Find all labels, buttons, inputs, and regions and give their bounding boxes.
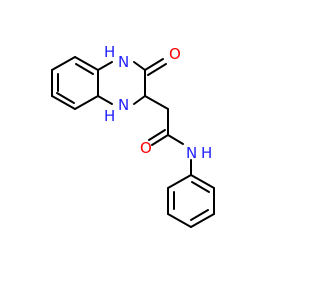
atom-label-n1: N H [104,43,129,71]
bond [51,56,76,71]
double-bond-inner [75,63,94,75]
bond [167,134,184,145]
amide-carbonyl-bond [151,134,169,146]
bond [190,213,215,228]
n1-symbol: N [118,53,129,71]
side-chain [144,95,192,176]
n1-hydrogen: H [104,43,115,61]
carbonyl-bond [147,63,167,76]
amide-n-hydrogen: H [201,144,212,162]
atom-label-ring-oxygen: O [169,45,181,63]
atom-label-amide-oxygen: O [140,139,152,157]
pyrazinone-ring [97,58,167,105]
n4-hydrogen: H [104,107,115,125]
atom-label-amide-nitrogen: N H [186,144,212,162]
amide-n-symbol: N [186,144,197,162]
amide-carbonyl-bond [148,129,166,141]
bond [133,61,146,71]
bond [167,174,192,189]
bond [51,95,76,110]
bond [144,95,169,110]
bond [97,95,113,105]
double-bond-inner [56,92,75,104]
molecule-canvas: N H N H O O N H [51,43,215,228]
phenyl-ring [167,174,215,228]
bond [167,213,192,228]
bond [133,95,146,105]
carbonyl-bond [144,58,164,71]
n4-symbol: N [118,96,129,114]
bond [74,56,99,71]
double-bond-inner [191,181,210,193]
bond [190,174,215,189]
benzo-ring [51,56,99,110]
bond [97,61,113,71]
double-bond-inner [190,209,209,221]
atom-label-n4: N H [104,96,129,125]
structure-diagram: N H N H O O N H [51,43,215,228]
bond [74,95,99,110]
